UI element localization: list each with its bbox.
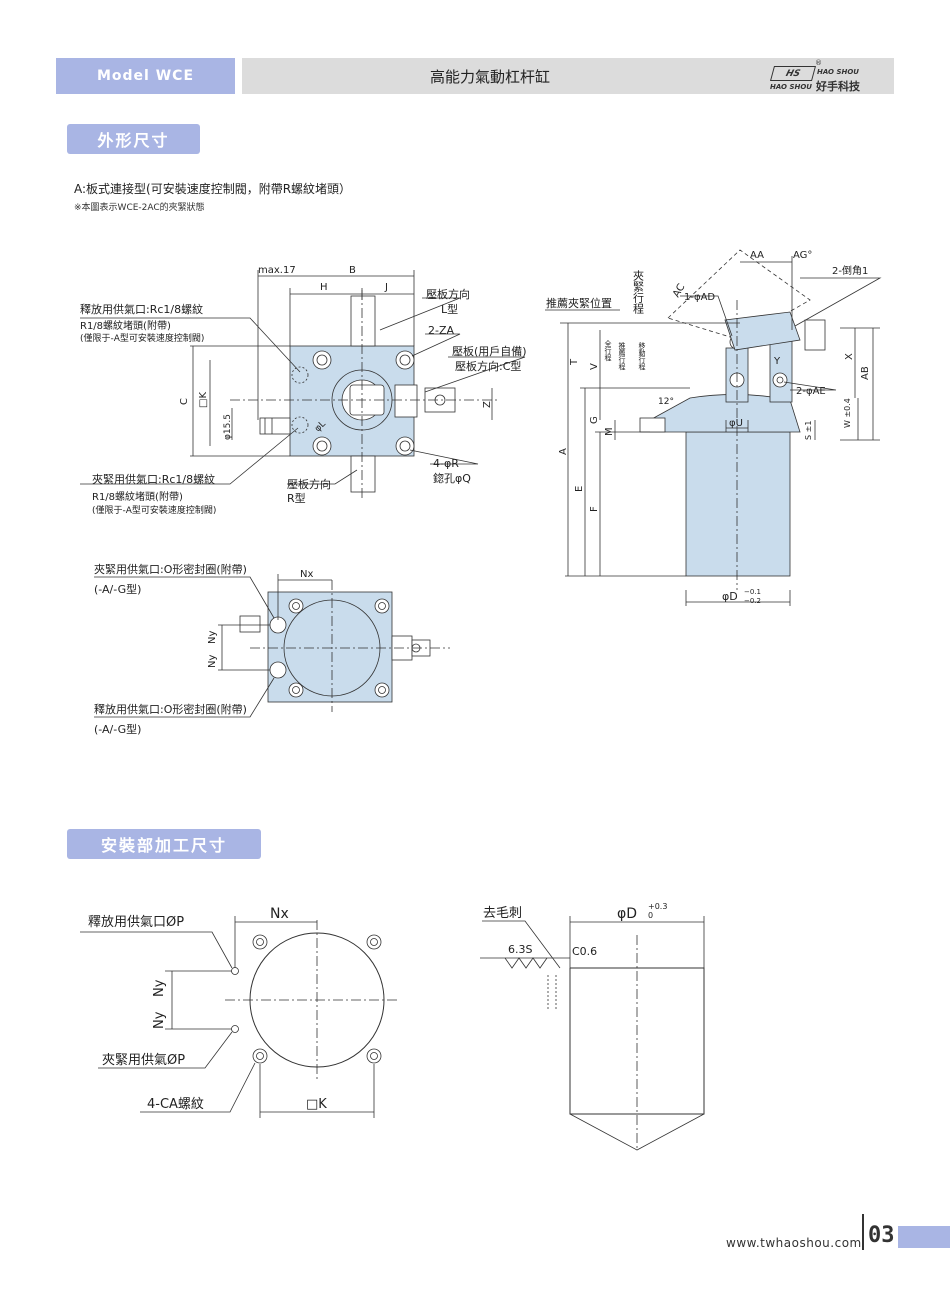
cylinder-body bbox=[685, 431, 791, 577]
lever-rod-bottom bbox=[350, 455, 376, 493]
page-accent-bar bbox=[898, 1226, 950, 1248]
label-lever-R: 壓板方向 bbox=[287, 477, 331, 491]
subtitle-note: ※本圖表示WCE-2AC的夾緊狀態 bbox=[74, 203, 205, 213]
dim-D-tol-top: −0.1 bbox=[744, 588, 761, 596]
flange bbox=[649, 394, 801, 433]
label-plug-b: R1/8螺紋堵頭(附帶) bbox=[92, 490, 183, 503]
label-rec-pos: 推薦夾緊位置 bbox=[546, 296, 612, 310]
label-lever-C: 壓板方向:C型 bbox=[455, 359, 521, 373]
dim-phi155: φ15.5 bbox=[223, 414, 233, 440]
dim-AB: AB bbox=[860, 366, 871, 380]
dim-S: S ±1 bbox=[804, 421, 813, 440]
label-Q: 鍃孔φQ bbox=[433, 471, 471, 485]
label-plug-note: (僅限于-A型可安裝速度控制閥) bbox=[80, 332, 204, 344]
dim-C: C bbox=[179, 398, 190, 405]
dim-Nx-bottom: Nx bbox=[300, 569, 313, 580]
dim-Z: Z bbox=[482, 401, 493, 408]
dim-Ny1-bottom: Ny bbox=[207, 631, 218, 644]
dim-W: W ±0.4 bbox=[843, 398, 852, 428]
subtitle: A:板式連接型(可安裝速度控制閥，附帶R螺紋堵頭） bbox=[74, 182, 352, 196]
label-mount-CA: 4-CA螺紋 bbox=[147, 1097, 204, 1112]
dim-A: A bbox=[558, 448, 569, 455]
logo-cn: 好手科技 bbox=[816, 80, 860, 93]
label-release-type: (-A/-G型) bbox=[94, 722, 141, 736]
logo-en-top: HAO SHOU bbox=[817, 68, 859, 76]
dim-G: G bbox=[589, 416, 600, 424]
page-title: 高能力氣動杠杆缸 bbox=[429, 67, 550, 86]
label-C06: C0.6 bbox=[572, 945, 597, 958]
dim-D-bore-tol-bot: 0 bbox=[648, 911, 653, 920]
logo-en-bottom: HAO SHOU bbox=[770, 83, 812, 91]
footer-divider bbox=[862, 1214, 864, 1250]
dim-Ny1-mount: Ny bbox=[152, 979, 167, 997]
dim-K: □K bbox=[198, 392, 209, 408]
model-label: Model WCE bbox=[56, 58, 235, 94]
header-bar bbox=[242, 58, 894, 94]
dim-D-bore-tol-top: +0.3 bbox=[648, 902, 667, 911]
dim-AD: 1-φAD bbox=[684, 292, 715, 303]
section-badge-dimensions: 外形尺寸 bbox=[67, 124, 200, 154]
dim-D-tol-bot: −0.2 bbox=[744, 597, 761, 605]
dim-T: T bbox=[569, 358, 580, 366]
dim-E: E bbox=[574, 486, 585, 492]
mount-view bbox=[80, 916, 400, 1118]
dim-X: X bbox=[844, 353, 855, 360]
label-release-port: 釋放用供氣口:Rc1/8螺紋 bbox=[80, 302, 203, 316]
side-view bbox=[545, 249, 882, 606]
dim-AG: AG° bbox=[793, 250, 812, 261]
dim-U: φU bbox=[729, 418, 743, 429]
label-rec-stroke: 推薦行程 bbox=[618, 341, 626, 371]
registered-mark: ® bbox=[815, 59, 822, 67]
dim-Nx-mount: Nx bbox=[270, 906, 289, 922]
page-number: 03 bbox=[868, 1223, 895, 1248]
label-lever-L2: L型 bbox=[441, 302, 458, 316]
label-deburr: 去毛刺 bbox=[483, 906, 522, 921]
dim-M: M bbox=[604, 427, 615, 436]
label-lever-L: 壓板方向 bbox=[426, 287, 470, 301]
label-lever-R2: R型 bbox=[287, 491, 306, 505]
label-roughness: 6.3S bbox=[508, 943, 532, 956]
label-lever-user: 壓板(用戶自備) bbox=[452, 344, 527, 358]
dim-Ny2-bottom: Ny bbox=[207, 655, 218, 668]
label-full-stroke: 全行程 bbox=[604, 339, 612, 362]
dim-AE: 2-φAE bbox=[796, 386, 826, 397]
footer-url[interactable]: www.twhaoshou.com bbox=[726, 1236, 862, 1250]
label-clamp-port: 夾緊用供氣口:Rc1/8螺紋 bbox=[92, 472, 215, 486]
label-chamfer: 2-倒角1 bbox=[832, 265, 868, 277]
label-plug: R1/8螺紋堵頭(附帶) bbox=[80, 319, 171, 332]
top-view bbox=[80, 270, 526, 500]
dim-H: H bbox=[320, 282, 328, 293]
dim-B: B bbox=[349, 265, 356, 276]
section-badge-mounting: 安裝部加工尺寸 bbox=[67, 829, 261, 859]
dim-F: F bbox=[589, 506, 600, 512]
dim-max17: max.17 bbox=[258, 265, 296, 276]
label-ZA: 2-ZA bbox=[428, 324, 455, 337]
side-arm bbox=[394, 384, 418, 418]
label-mount-release: 釋放用供氣口ØP bbox=[88, 914, 184, 930]
label-mount-clamp: 夾緊用供氣ØP bbox=[102, 1053, 185, 1068]
dim-AA: AA bbox=[750, 250, 764, 261]
dim-D-bore: φD bbox=[617, 906, 637, 922]
dim-D: φD bbox=[722, 590, 738, 603]
label-plug-note-b: (僅限于-A型可安裝速度控制閥) bbox=[92, 504, 216, 516]
dim-Y: Y bbox=[773, 356, 781, 367]
label-release-oring: 釋放用供氣口:O形密封圈(附帶) bbox=[94, 702, 247, 716]
lever-rod-top bbox=[350, 295, 376, 347]
dim-V: V bbox=[589, 363, 600, 370]
label-R: 4-φR bbox=[433, 457, 459, 470]
dim-J: J bbox=[384, 282, 388, 293]
dim-K-mount: □K bbox=[306, 1097, 327, 1112]
label-clamp-oring: 夾緊用供氣口:O形密封圈(附帶) bbox=[94, 562, 247, 576]
dim-angle12: 12° bbox=[658, 397, 674, 407]
label-clamp-stroke: 夾緊行程 bbox=[632, 270, 645, 315]
bore-view bbox=[480, 916, 705, 1151]
dim-Ny2-mount: Ny bbox=[152, 1011, 167, 1029]
label-move-stroke: 移動行程 bbox=[638, 341, 646, 371]
label-clamp-type: (-A/-G型) bbox=[94, 582, 141, 596]
bottom-view bbox=[94, 574, 450, 718]
